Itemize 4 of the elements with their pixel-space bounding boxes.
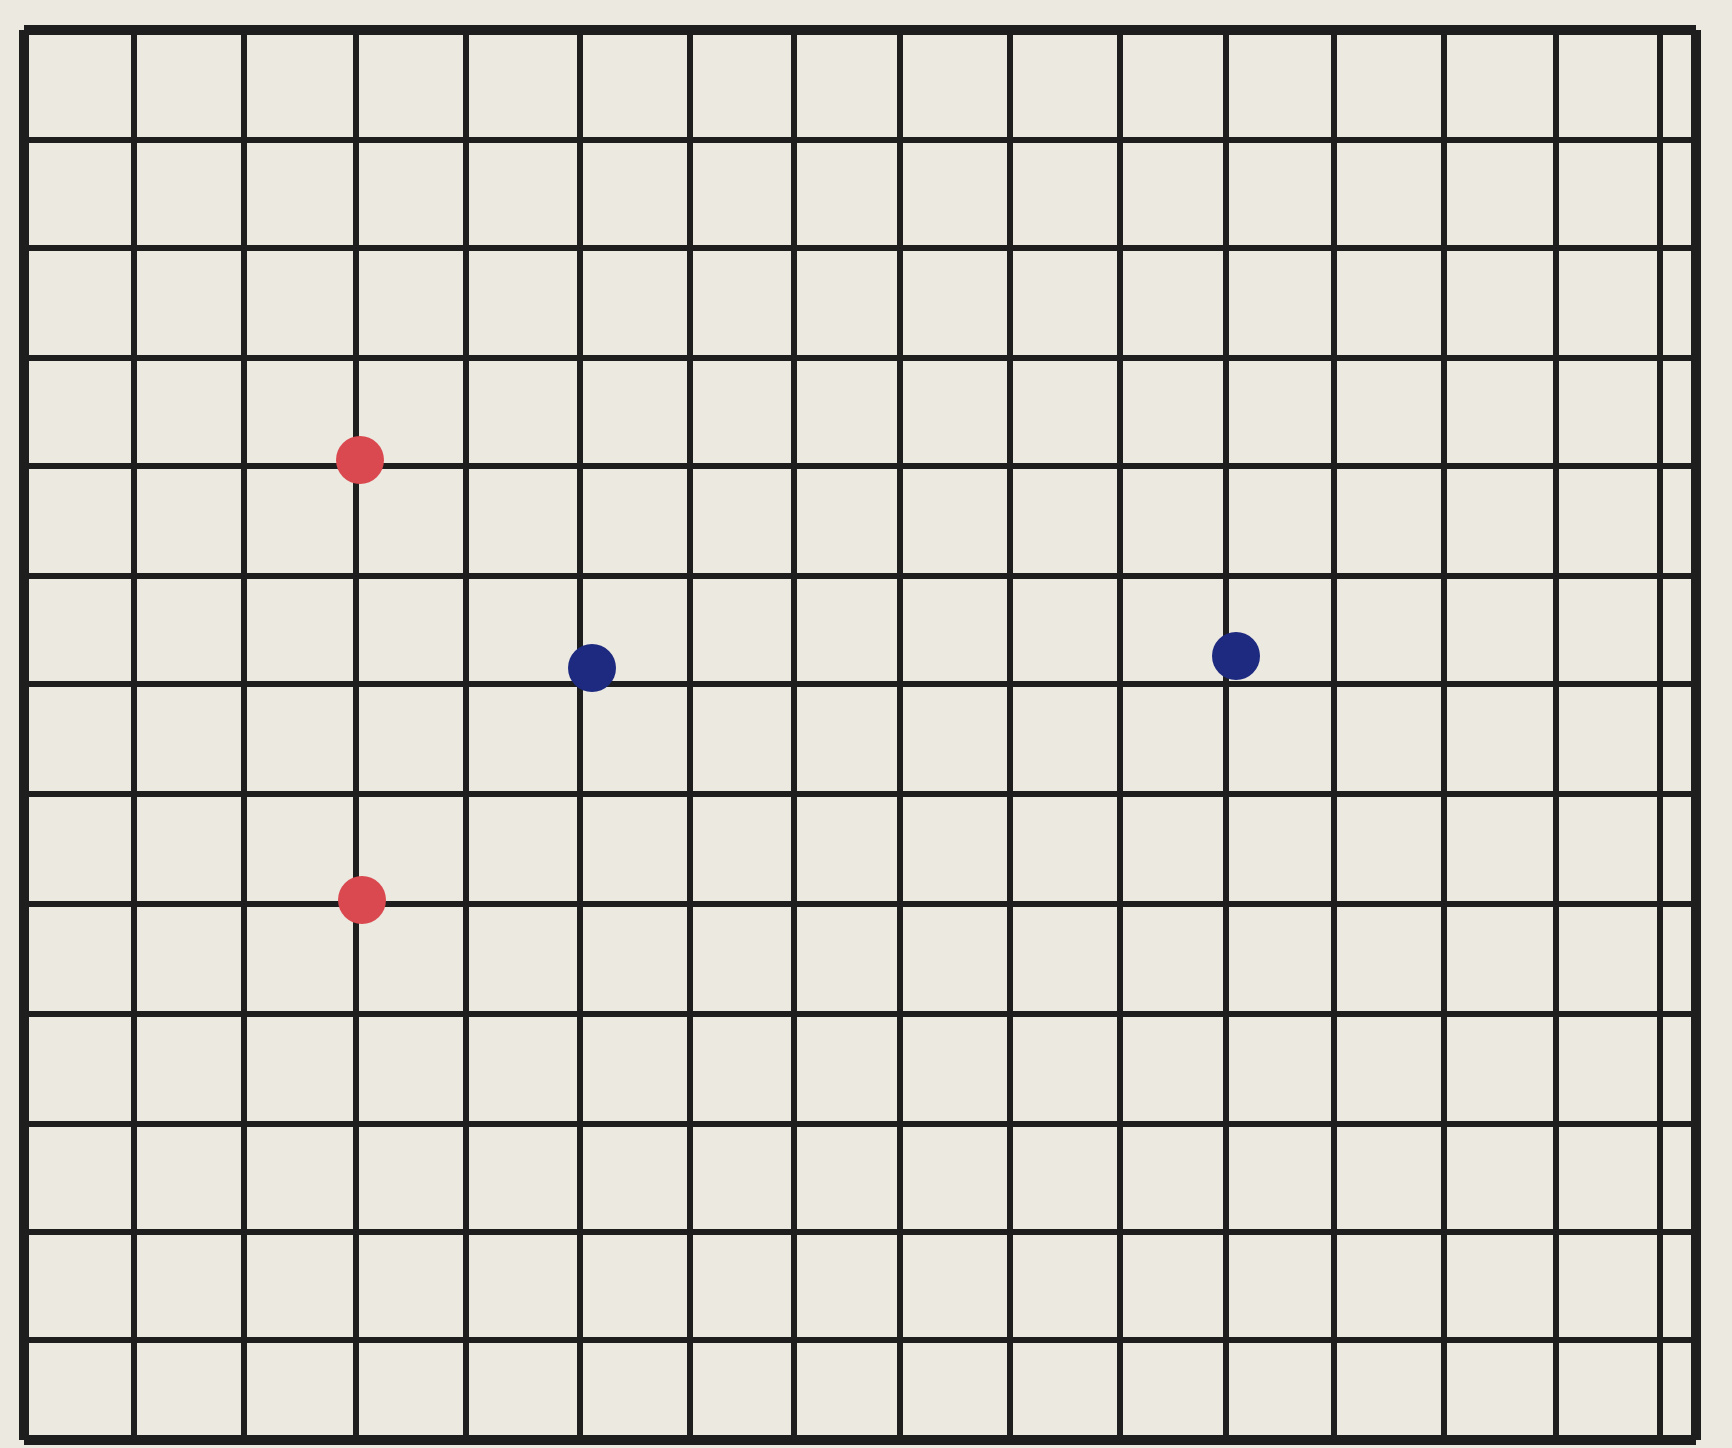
dot-marker (338, 876, 386, 924)
dot-marker (336, 436, 384, 484)
dot-marker (568, 644, 616, 692)
dot-marker (1212, 632, 1260, 680)
